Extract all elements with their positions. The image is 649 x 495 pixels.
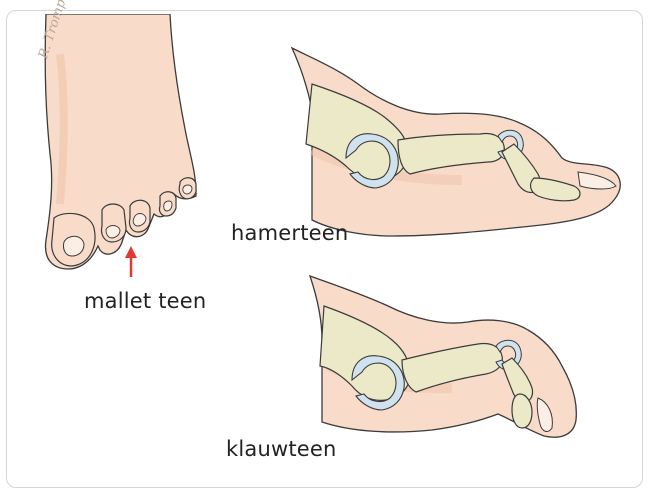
claw-toe-label: klauwteen — [226, 437, 337, 461]
claw-toe-illustration — [292, 270, 592, 450]
mallet-toe-label: mallet teen — [84, 289, 206, 313]
hammer-toe-label: hamerteen — [231, 221, 348, 245]
hammer-toe-illustration — [272, 40, 632, 250]
big-toe-nail — [63, 236, 84, 256]
